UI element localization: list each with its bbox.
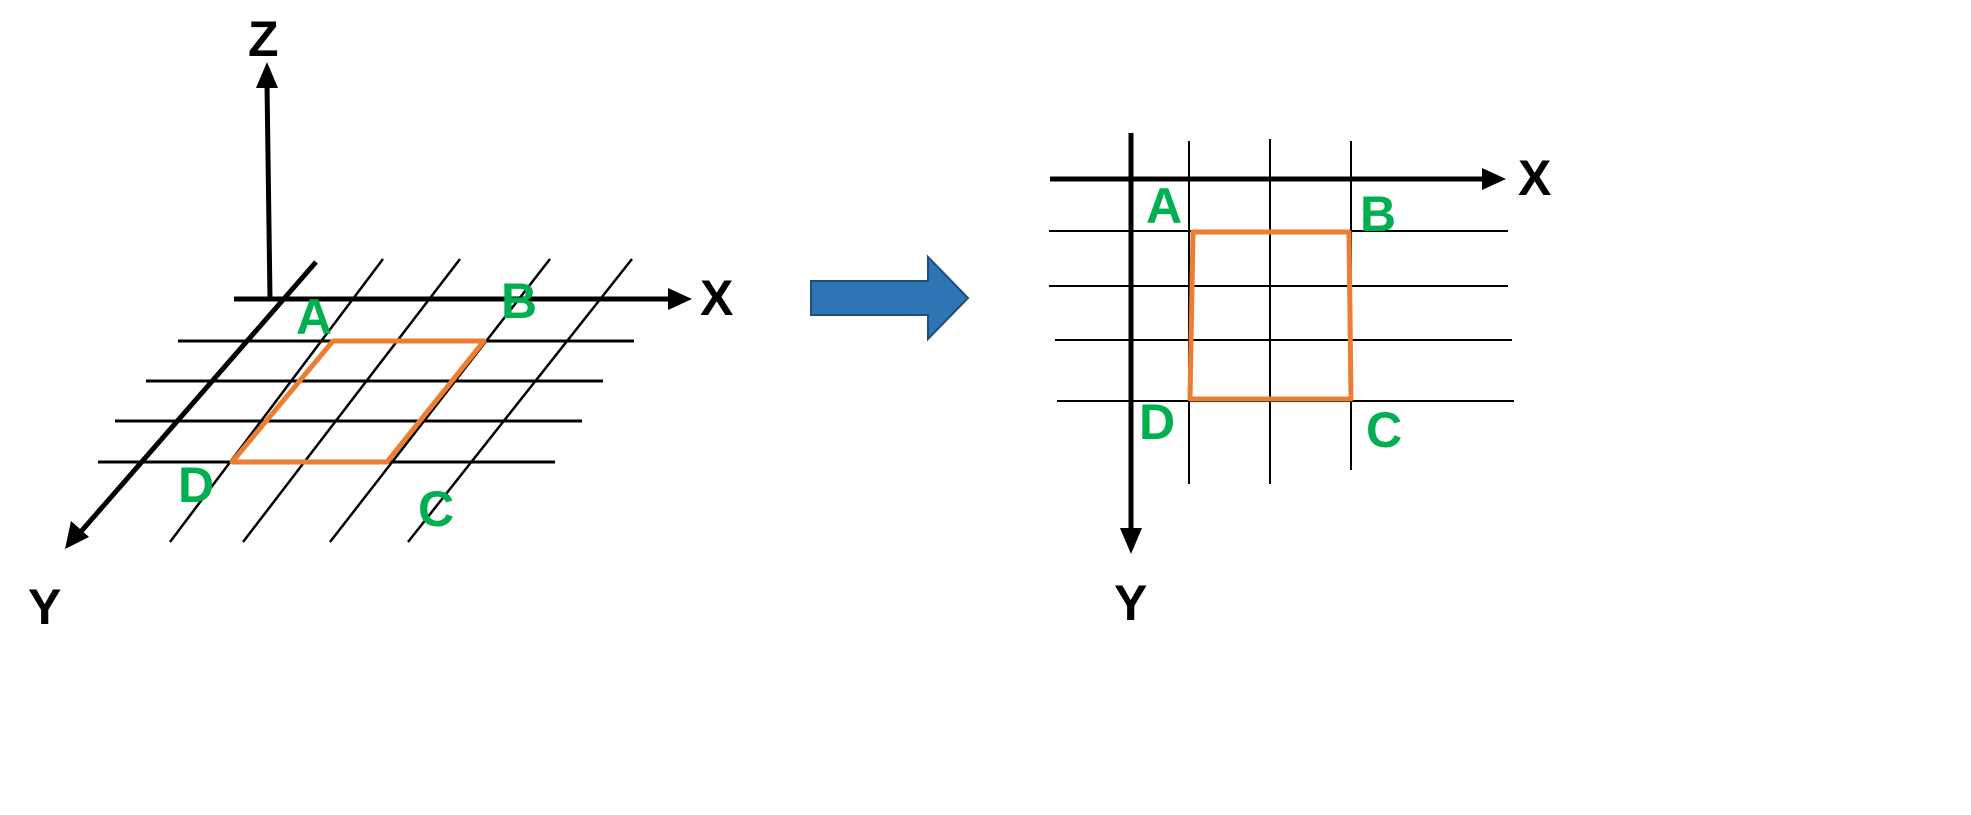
left-y-arrowhead bbox=[65, 521, 89, 549]
right-horizontal-grid bbox=[1049, 230, 1514, 402]
right-vertical-grid bbox=[1188, 139, 1352, 484]
left-3d-view: Z X Y A B C D bbox=[28, 11, 733, 635]
left-grid-d-line bbox=[242, 258, 461, 543]
left-grid-d-line bbox=[329, 258, 551, 543]
right-point-d-label: D bbox=[1139, 394, 1175, 450]
left-point-a-label: A bbox=[296, 289, 332, 345]
left-z-axis bbox=[256, 62, 278, 300]
right-y-arrowhead bbox=[1120, 528, 1142, 554]
right-x-axis bbox=[1050, 168, 1506, 190]
left-diagonal-grid bbox=[169, 258, 633, 543]
left-x-arrowhead bbox=[668, 288, 692, 310]
right-y-axis bbox=[1120, 133, 1142, 554]
left-x-axis bbox=[234, 288, 692, 310]
right-2d-view: X Y A B C D bbox=[1049, 133, 1551, 631]
left-z-arrowhead bbox=[256, 62, 278, 88]
transform-arrow-shape bbox=[810, 254, 970, 342]
right-region-abcd bbox=[1187, 229, 1354, 402]
right-point-a-label: A bbox=[1146, 178, 1182, 234]
left-grid-d-line bbox=[169, 258, 384, 543]
left-point-b-label: B bbox=[501, 273, 537, 329]
left-z-axis-label: Z bbox=[248, 11, 279, 67]
right-arrow-icon bbox=[810, 254, 970, 342]
right-y-axis-label: Y bbox=[1114, 575, 1147, 631]
right-x-axis-label: X bbox=[1518, 150, 1551, 206]
right-point-c-label: C bbox=[1366, 402, 1402, 458]
left-z-axis-line bbox=[264, 83, 273, 300]
left-x-axis-label: X bbox=[700, 270, 733, 326]
left-y-axis-label: Y bbox=[28, 579, 61, 635]
right-x-arrowhead bbox=[1482, 168, 1506, 190]
left-region-abcd bbox=[229, 338, 487, 465]
left-point-d-label: D bbox=[178, 457, 214, 513]
right-point-b-label: B bbox=[1360, 186, 1396, 242]
left-grid-d-line bbox=[407, 258, 633, 543]
left-y-axis bbox=[65, 260, 318, 549]
left-point-c-label: C bbox=[418, 481, 454, 537]
left-y-axis-line bbox=[76, 260, 318, 537]
